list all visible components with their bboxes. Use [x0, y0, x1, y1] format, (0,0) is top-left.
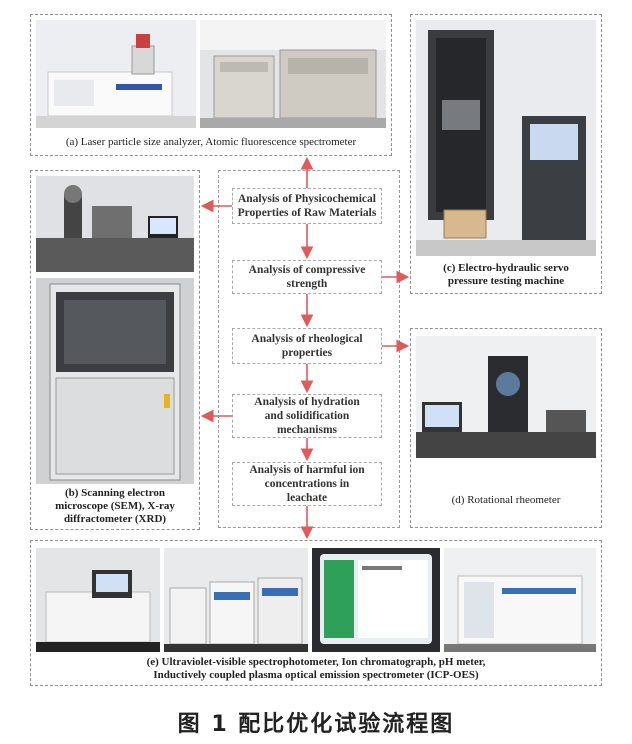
- panel-e: [30, 540, 602, 686]
- step-line: properties: [281, 347, 333, 359]
- step-line: Properties of Raw Materials: [237, 207, 377, 219]
- photo-laser-particle-size-analyzer: [36, 20, 196, 128]
- photo-ph-meter: [312, 548, 440, 652]
- rheometer-image: [416, 336, 596, 458]
- photo-ion-chromatograph: [164, 548, 308, 652]
- step-hydration: Analysis of hydration and solidification m…: [232, 394, 382, 438]
- step-line: concentrations in: [264, 478, 350, 490]
- panel-e-caption: (e) Ultraviolet-visible spectrophotomete…: [30, 656, 602, 682]
- servo-machine-image: [416, 20, 596, 256]
- panel-b-caption-line: microscope (SEM), X-ray: [55, 500, 175, 512]
- step-line: mechanisms: [276, 424, 338, 436]
- photo-icp-oes: [444, 548, 596, 652]
- panel-b-caption: (b) Scanning electron microscope (SEM), …: [30, 487, 200, 526]
- photo-sem: [36, 176, 194, 272]
- step-line: Analysis of compressive: [248, 264, 366, 276]
- panel-c-caption-line: (c) Electro-hydraulic servo: [443, 262, 569, 274]
- panel-b-caption-line: diffractometer (XRD): [63, 513, 167, 525]
- step-line: leachate: [286, 492, 328, 504]
- panel-d-caption: (d) Rotational rheometer: [451, 494, 561, 506]
- photo-servo-testing-machine: [416, 20, 596, 256]
- uv-vis-image: [36, 548, 160, 652]
- xrd-image: [36, 278, 194, 484]
- step-line: Analysis of rheological: [251, 333, 363, 345]
- photo-rotational-rheometer: [416, 336, 596, 458]
- photo-uv-vis-spectrophotometer: [36, 548, 160, 652]
- step-line: Analysis of Physicochemical: [237, 193, 376, 205]
- step-rheological: Analysis of rheological properties: [232, 328, 382, 364]
- step-line: and solidification: [264, 410, 350, 422]
- panel-a: [30, 14, 392, 156]
- step-line: Analysis of hydration: [254, 396, 360, 408]
- panel-c-right-caption: (c) Electro-hydraulic servo pressure tes…: [410, 262, 602, 288]
- panel-a-caption: (a) Laser particle size analyzer, Atomic…: [65, 136, 357, 148]
- ion-chromatograph-image: [164, 548, 308, 652]
- sem-image: [36, 176, 194, 272]
- panel-c-caption-line: pressure testing machine: [447, 275, 565, 287]
- step-line: strength: [286, 278, 328, 290]
- panel-e-caption-line: Inductively coupled plasma optical emiss…: [153, 669, 479, 681]
- photo-atomic-fluorescence-spectrometer: [200, 20, 386, 128]
- laser-analyzer-image: [36, 20, 196, 128]
- panel-b: [30, 170, 200, 530]
- step-harmful-ions: Analysis of harmful ion concentrations in…: [232, 462, 382, 506]
- figure-title: 图 1 配比优化试验流程图: [177, 712, 455, 737]
- photo-xrd: [36, 278, 194, 484]
- spectrometer-image: [200, 20, 386, 128]
- panel-e-caption-line: (e) Ultraviolet-visible spectrophotomete…: [146, 656, 486, 668]
- panel-c-right: [410, 14, 602, 294]
- step-compressive-strength: Analysis of compressive strength: [232, 260, 382, 294]
- ph-meter-image: [312, 548, 440, 652]
- icp-oes-image: [444, 548, 596, 652]
- step-line: Analysis of harmful ion: [249, 464, 365, 476]
- panel-b-caption-line: (b) Scanning electron: [64, 487, 166, 499]
- panel-d: [410, 328, 602, 528]
